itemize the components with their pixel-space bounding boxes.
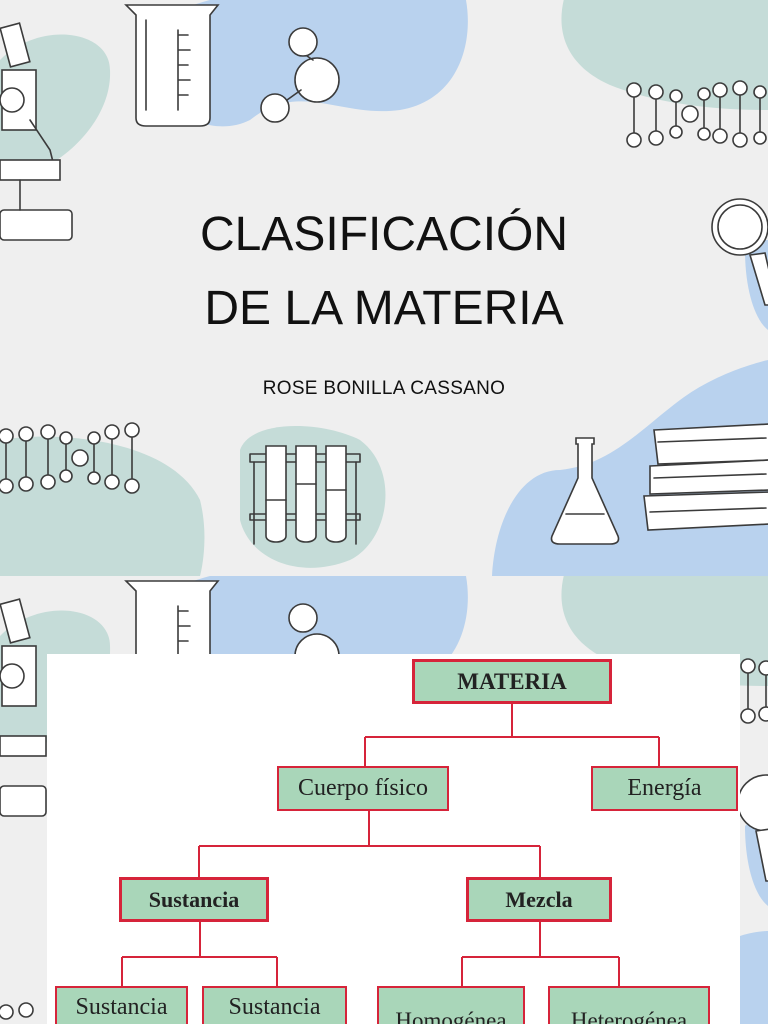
author-name: ROSE BONILLA CASSANO <box>262 378 506 399</box>
flask-icon <box>550 437 620 545</box>
microscope-icon <box>0 598 47 817</box>
books-icon <box>643 423 768 531</box>
title-slide: CLASIFICACIÓN DE LA MATERIA ROSE BONILLA… <box>0 0 768 576</box>
node-cuerpo-fisico: Cuerpo físico <box>277 766 449 811</box>
magnifier-icon <box>737 774 768 882</box>
node-sustancia: Sustancia <box>119 877 269 922</box>
dna-icon <box>0 1002 34 1020</box>
test-tubes-icon <box>249 445 361 545</box>
microscope-icon <box>0 22 73 241</box>
beaker-icon <box>124 580 220 656</box>
beaker-icon <box>124 4 220 127</box>
node-materia: MATERIA <box>412 659 612 704</box>
slide-title-line-2: DE LA MATERIA <box>204 282 564 335</box>
dna-icon <box>0 422 140 494</box>
magnifier-icon <box>711 198 768 306</box>
slide-title: CLASIFICACIÓN DE LA MATERIA <box>0 198 768 346</box>
slide-title-line-1: CLASIFICACIÓN <box>199 208 569 261</box>
node-sustancia-1: Sustancia <box>55 986 188 1024</box>
classification-diagram: MATERIA Cuerpo físico Energía Sustancia … <box>47 654 740 1024</box>
node-mezcla: Mezcla <box>466 877 612 922</box>
node-energia: Energía <box>591 766 738 811</box>
dna-icon <box>740 658 768 724</box>
node-homogenea: Homogénea <box>377 986 525 1024</box>
dna-icon <box>626 80 767 148</box>
node-heterogenea: Heterogénea <box>548 986 710 1024</box>
node-sustancia-2: Sustancia <box>202 986 347 1024</box>
connector-lines <box>121 704 660 986</box>
molecule-icon <box>260 27 340 123</box>
